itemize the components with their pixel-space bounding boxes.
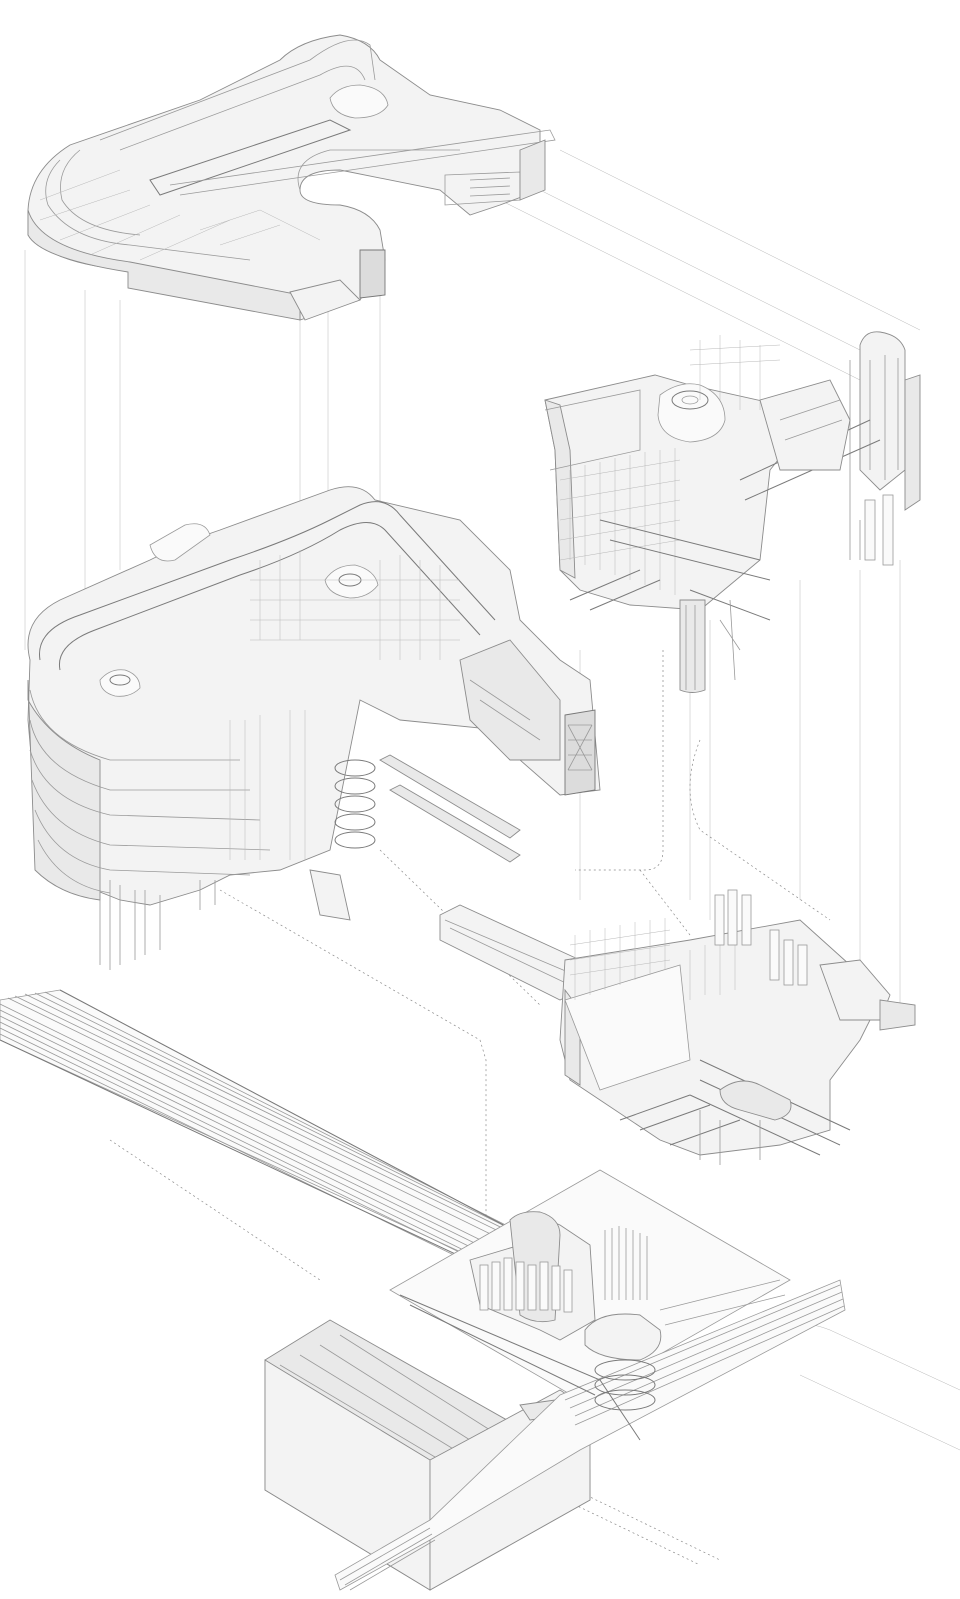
upper-right-module [544,331,921,693]
ground-base-platform [264,1169,846,1591]
main-curved-building [27,486,601,970]
roof-canopy-layer [27,34,556,321]
rail-track-bundle [0,989,562,1276]
middle-right-module [439,889,916,1165]
